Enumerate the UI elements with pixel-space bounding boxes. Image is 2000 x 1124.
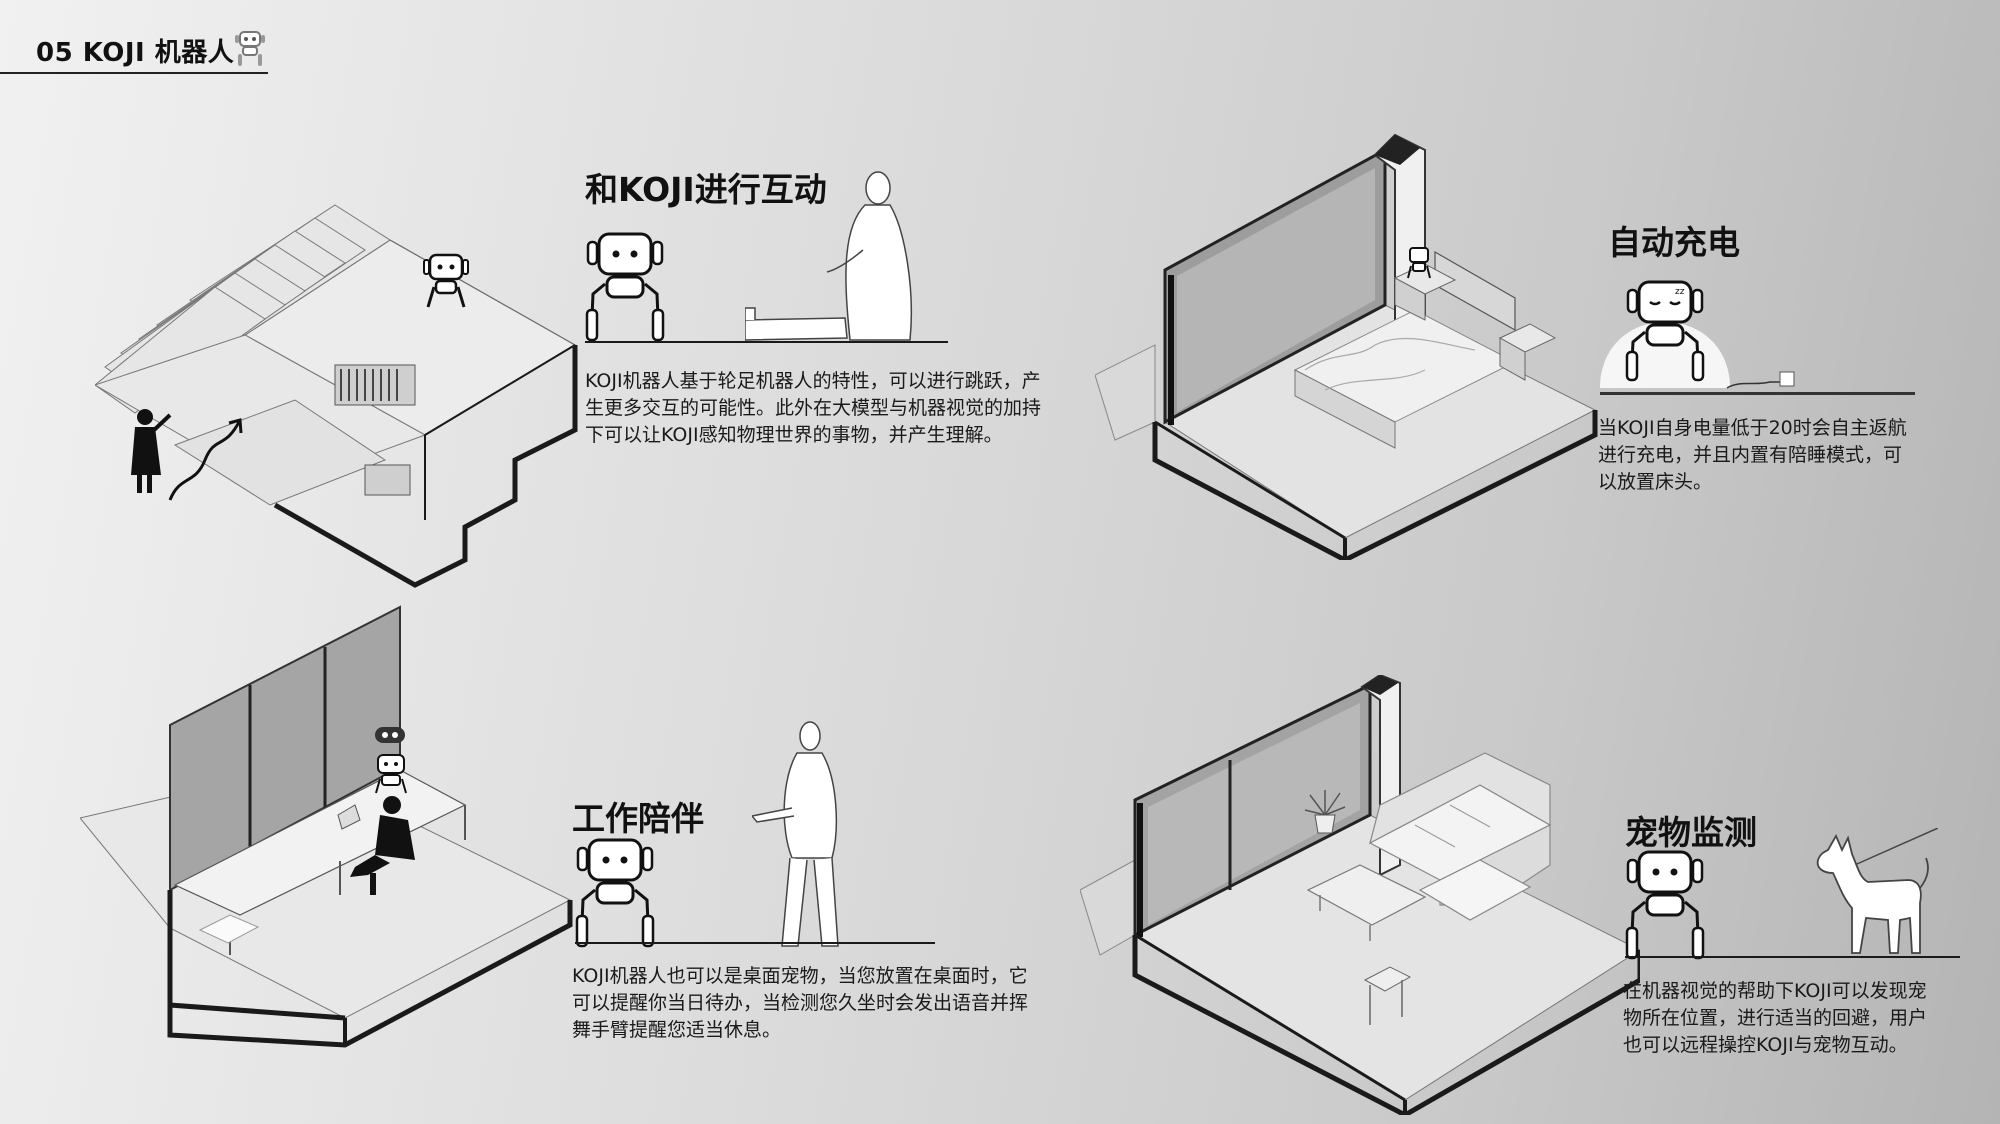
person-silhouette-desk <box>350 796 415 895</box>
pet-title: 宠物监测 <box>1625 813 1757 852</box>
koji-robot-icon <box>585 232 665 342</box>
dog-figure <box>1816 828 1938 954</box>
work-description: KOJI机器人也可以是桌面宠物，当您放置在桌面时，它可以提醒你当日待办，当检测您… <box>572 965 1029 1041</box>
svg-text:zz: zz <box>1675 287 1685 297</box>
living-room-scene <box>1080 675 1640 1115</box>
robot-on-stairs <box>423 253 469 308</box>
charging-title: 自动充电 <box>1608 223 1740 262</box>
standing-person-figure <box>752 721 839 947</box>
interact-title: 和KOJI进行互动 <box>585 170 827 209</box>
pet-description: 在机器视觉的帮助下KOJI可以发现宠物所在位置，进行适当的回避，用户也可以远程操… <box>1623 980 1928 1056</box>
koji-sleeping-robot-icon: zz <box>1625 280 1705 382</box>
page-header: 05 KOJI 机器人 <box>0 28 268 74</box>
pet-ground-line <box>1625 956 1960 958</box>
interact-ground-line <box>585 341 948 343</box>
person-silhouette <box>131 409 172 493</box>
charging-ground-line <box>1600 392 1915 395</box>
work-ground-line <box>575 942 935 944</box>
workspace-scene <box>80 605 580 1055</box>
charging-description: 当KOJI自身电量低于20时会自主返航进行充电，并且内置有陪睡模式，可以放置床头… <box>1598 417 1907 493</box>
interact-description: KOJI机器人基于轮足机器人的特性，可以进行跳跃，产生更多交互的可能性。此外在大… <box>585 370 1042 446</box>
charging-cable <box>1726 371 1795 389</box>
koji-robot-icon <box>1625 850 1705 960</box>
stairs-scene <box>95 185 595 595</box>
robot-icon <box>235 31 265 66</box>
sitting-person-figure <box>745 171 913 341</box>
page-title: 05 KOJI 机器人 <box>36 38 235 68</box>
bedroom-scene <box>1095 130 1615 560</box>
work-title: 工作陪伴 <box>572 799 704 838</box>
koji-robot-icon <box>575 838 655 948</box>
